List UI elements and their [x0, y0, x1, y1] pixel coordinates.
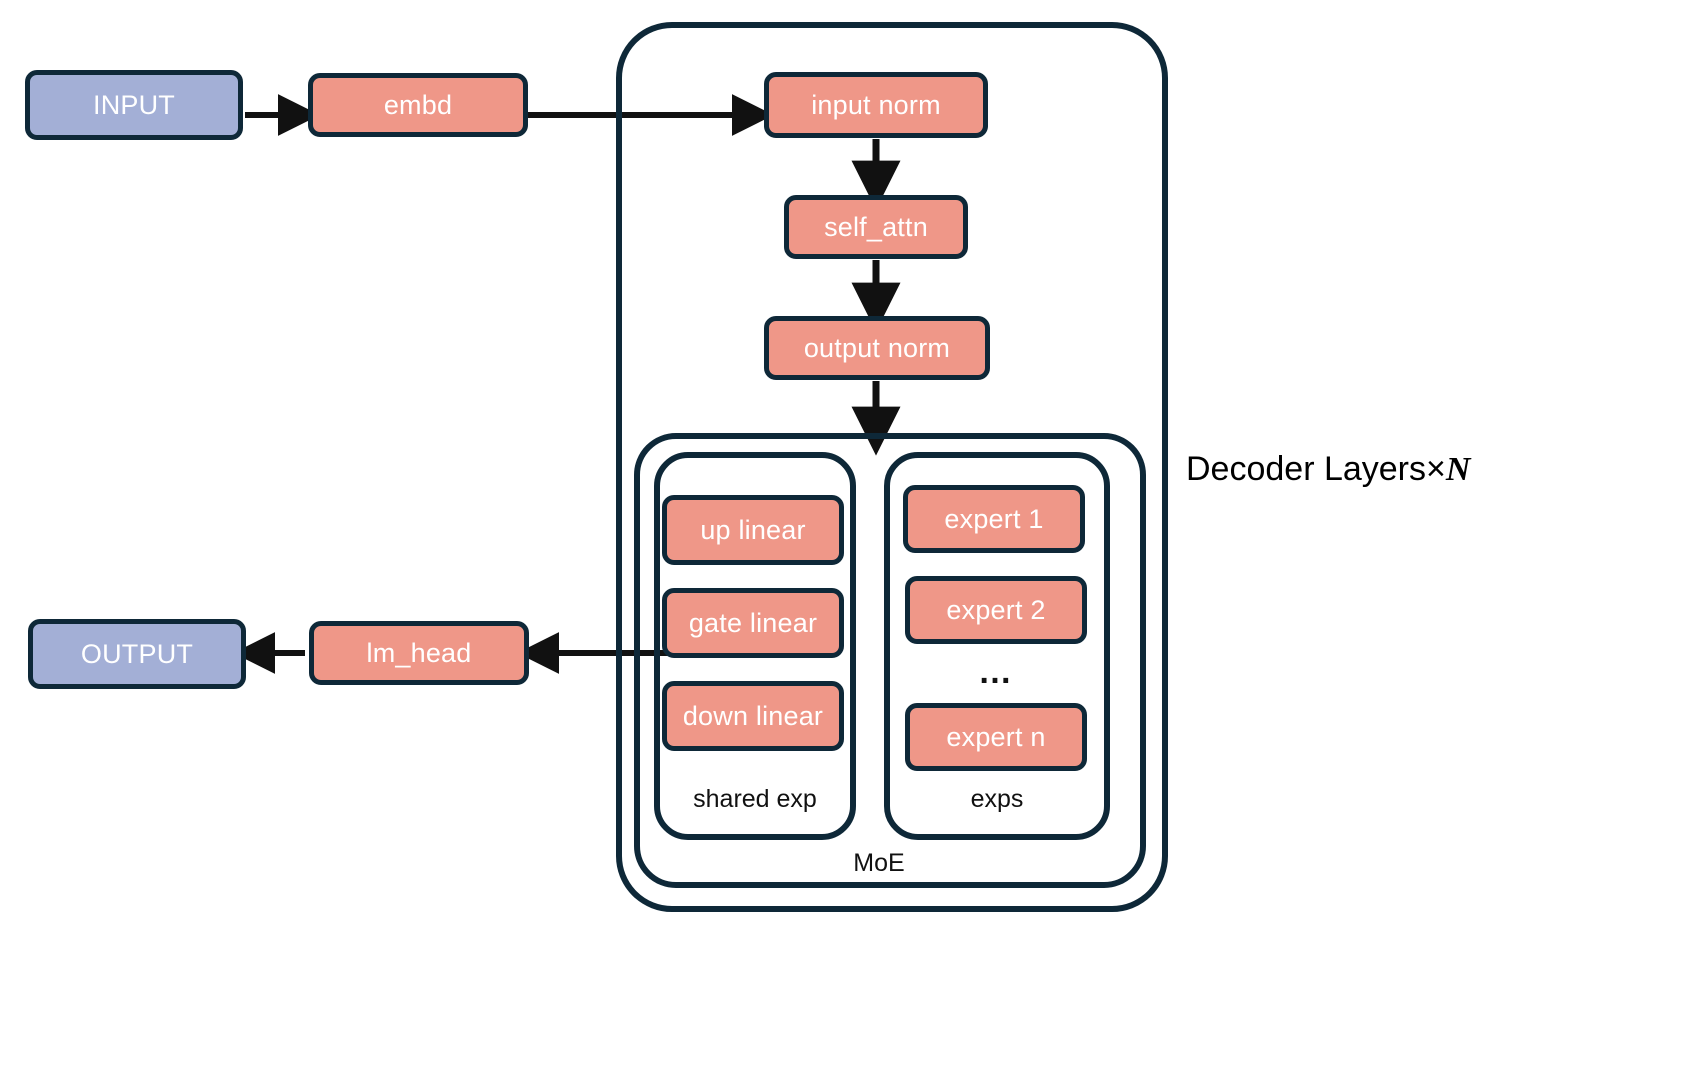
- block-output-norm[interactable]: output norm: [764, 316, 990, 380]
- experts-container: [884, 452, 1110, 840]
- moe-container: [634, 433, 1146, 888]
- decoder-layers-container: [616, 22, 1168, 912]
- moe-label: MoE: [853, 849, 905, 877]
- experts-ellipsis: …: [978, 653, 1014, 691]
- block-up-linear[interactable]: up linear: [662, 495, 844, 565]
- decoder-layers-side-label: Decoder Layers×N: [1186, 452, 1470, 487]
- block-self-attn[interactable]: self_attn: [784, 195, 968, 259]
- block-embd[interactable]: embd: [308, 73, 528, 137]
- decoder-layers-text: Decoder Layers×: [1186, 450, 1446, 488]
- block-lm-head[interactable]: lm_head: [309, 621, 529, 685]
- shared-expert-label: shared exp: [693, 785, 817, 813]
- block-output[interactable]: OUTPUT: [28, 619, 246, 689]
- block-input[interactable]: INPUT: [25, 70, 243, 140]
- block-expert-2[interactable]: expert 2: [905, 576, 1087, 644]
- block-expert-1[interactable]: expert 1: [903, 485, 1085, 553]
- block-expert-n[interactable]: expert n: [905, 703, 1087, 771]
- block-input-norm[interactable]: input norm: [764, 72, 988, 138]
- decoder-layers-count-var: N: [1445, 451, 1471, 488]
- block-gate-linear[interactable]: gate linear: [662, 588, 844, 658]
- experts-label: exps: [970, 785, 1024, 813]
- block-down-linear[interactable]: down linear: [662, 681, 844, 751]
- shared-expert-container: [654, 452, 856, 840]
